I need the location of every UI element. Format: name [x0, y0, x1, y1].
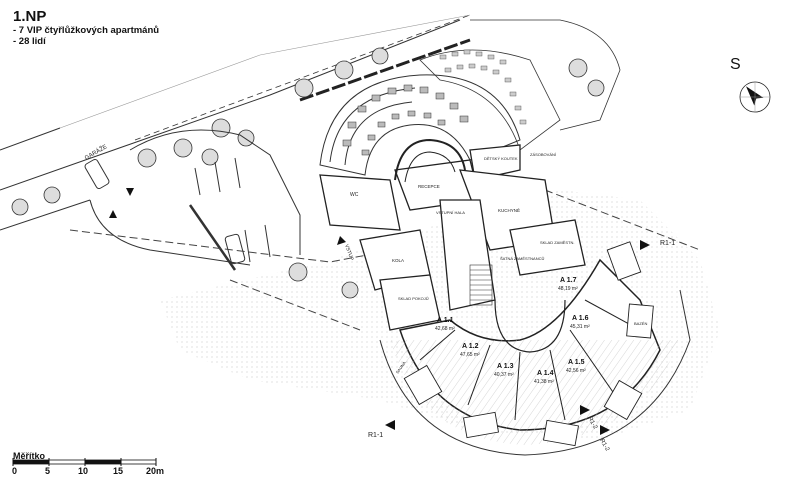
room-bikes: KOLA [392, 258, 404, 263]
apt-1-4-name: A 1.4 [537, 370, 554, 377]
staircase [469, 264, 493, 306]
header-line-apartments: - 7 VIP čtyřlůžkových apartmánů [13, 25, 160, 36]
apt-1-6-name: A 1.6 [572, 315, 589, 322]
room-labels: WC RECEPCE DĚTSKÝ KOUTEK ZÁSOBOVÁNÍ VSTU… [350, 152, 574, 301]
sauna-rooms [403, 241, 654, 447]
scale-bar [12, 458, 157, 466]
section-r1-2-b: R1-2 [598, 438, 610, 453]
apt-1-1-name: A 1.1 [437, 317, 454, 324]
entrance-label: VSTUP [343, 244, 355, 262]
apartment-labels: A 1.1 42,68 m² A 1.2 47,65 m² A 1.3 40,3… [435, 277, 590, 385]
site-boundary [69, 229, 421, 263]
scale-tick-20: 20m [146, 466, 165, 476]
apt-1-7-name: A 1.7 [560, 277, 577, 284]
terrace [419, 19, 621, 151]
floor-title: 1.NP [13, 8, 47, 25]
building [319, 144, 586, 331]
apartment-dividers [419, 299, 641, 421]
apt-1-2-name: A 1.2 [462, 343, 479, 350]
apt-1-5-name: A 1.5 [568, 359, 585, 366]
apt-1-1-area: 42,68 m² [435, 326, 455, 332]
restaurant-tables [342, 84, 469, 156]
room-storage: SKLAD POKOJŮ [398, 296, 429, 301]
apartment-outer-terrace [379, 289, 691, 456]
scale-tick-0: 0 [12, 466, 18, 476]
room-staff-storage: SKLAD ZAMĚSTN. [540, 240, 574, 245]
room-staff-locker: ŠATNA ZAMĚSTNANCŮ [500, 256, 544, 261]
room-supply: ZÁSOBOVÁNÍ [530, 152, 557, 157]
header-line-people: - 28 lidí [13, 36, 46, 47]
room-kids-corner: DĚTSKÝ KOUTEK [484, 156, 518, 161]
room-entrance-hall: VSTUPNÍ HALA [436, 210, 465, 215]
apt-1-6-area: 45,31 m² [570, 324, 590, 330]
road [0, 14, 471, 231]
apt-1-2-area: 47,65 m² [460, 352, 480, 358]
trees [11, 47, 605, 299]
room-wc: WC [350, 192, 359, 198]
room-reception: RECEPCE [418, 184, 440, 189]
courtyard-arc [394, 138, 466, 181]
scale-tick-10: 10 [78, 466, 89, 476]
scale-tick-15: 15 [113, 466, 124, 476]
corridor [494, 299, 566, 353]
section-r1-1-right: R1-1 [660, 240, 675, 247]
arrows [109, 188, 346, 245]
apt-1-7-area: 48,19 m² [558, 286, 578, 292]
apt-1-3-area: 40,37 m² [494, 372, 514, 378]
apt-1-3-name: A 1.3 [497, 363, 514, 370]
plan-header: 1.NP - 7 VIP čtyřlůžkových apartmánů - 2… [13, 8, 159, 47]
section-r1-1-left: R1-1 [368, 432, 383, 439]
apt-1-4-area: 41,38 m² [534, 379, 554, 385]
scale-title: Měřítko [13, 451, 46, 461]
terrace-chairs [439, 49, 527, 125]
scale-tick-5: 5 [45, 466, 51, 476]
north-letter: S [730, 56, 741, 73]
room-kitchen: KUCHYNĚ [498, 206, 520, 213]
apt-1-5-area: 42,56 m² [566, 368, 586, 374]
parking [84, 129, 301, 271]
north-arrow [739, 81, 771, 113]
section-markers [385, 240, 650, 435]
label-pool: BAZÉN [634, 321, 647, 326]
